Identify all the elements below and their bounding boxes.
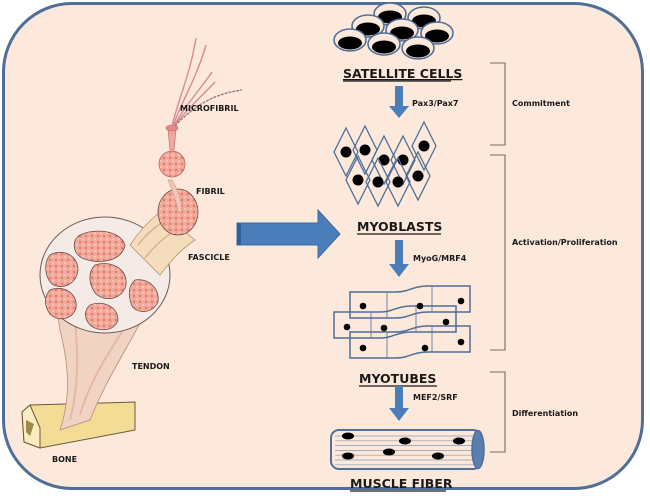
- myoblast-cell: [365, 156, 391, 208]
- myoblast-cell: [333, 126, 359, 178]
- satellite-cell: [401, 36, 435, 60]
- right-arrow-icon: [236, 208, 341, 260]
- myoblast-cell: [371, 134, 397, 186]
- myoblast-cell: [411, 120, 437, 172]
- down-arrow-icon: [389, 86, 409, 118]
- fibril-shape: [158, 124, 186, 213]
- phase-differentiation: Differentiation: [512, 409, 578, 418]
- bracket-activation-proliferation: [490, 154, 506, 351]
- nucleus: [342, 452, 354, 460]
- down-arrow-icon: [389, 240, 409, 277]
- satellite-cell: [420, 21, 454, 45]
- bone-shape: [21, 401, 136, 449]
- bracket-commitment: [490, 62, 506, 146]
- myoblast-cell: [385, 156, 411, 208]
- myoblast-cell: [405, 150, 431, 202]
- myotube: [349, 325, 471, 359]
- myotube: [349, 285, 471, 319]
- muscle-fiber: [330, 429, 485, 470]
- nucleus: [380, 324, 388, 332]
- microfibril-strands: [171, 37, 243, 127]
- label-fascicle: FASCICLE: [188, 253, 230, 262]
- stage-satellite-cells: SATELLITE CELLS: [343, 66, 462, 81]
- factor-mef2-srf: MEF2/SRF: [413, 393, 458, 402]
- nucleus: [421, 344, 429, 352]
- nucleus: [359, 344, 367, 352]
- stage-myoblasts: MYOBLASTS: [357, 219, 442, 234]
- stage-myotubes: MYOTUBES: [359, 371, 436, 386]
- myotube: [333, 305, 457, 339]
- nucleus: [453, 437, 465, 445]
- nucleus: [442, 318, 450, 326]
- nucleus: [432, 452, 444, 460]
- nucleus: [457, 338, 465, 346]
- label-bone: BONE: [52, 455, 77, 464]
- phase-commitment: Commitment: [512, 99, 570, 108]
- myoblast-cell: [390, 134, 416, 186]
- myotubes-illustration: [333, 285, 471, 359]
- nucleus: [359, 302, 367, 310]
- satellite-cells-illustration: [333, 2, 454, 60]
- satellite-cell: [367, 32, 401, 56]
- factor-myog-mrf4: MyoG/MRF4: [413, 254, 467, 263]
- stage-muscle-fiber: MUSCLE FIBER: [350, 476, 453, 491]
- nucleus: [457, 297, 465, 305]
- down-arrow-icon: [389, 386, 409, 421]
- nucleus: [383, 448, 395, 456]
- label-fibril: FIBRIL: [196, 187, 225, 196]
- myoblasts-illustration: [333, 120, 437, 208]
- tendon-anatomy-illustration: [21, 37, 243, 449]
- nucleus: [342, 432, 354, 440]
- phase-activation-proliferation: Activation/Proliferation: [512, 238, 618, 247]
- bracket-differentiation: [490, 371, 506, 453]
- factor-pax3-pax7: Pax3/Pax7: [412, 99, 458, 108]
- nucleus: [416, 302, 424, 310]
- nucleus: [399, 437, 411, 445]
- myoblast-cell: [345, 154, 371, 206]
- muscle-fiber-illustration: [330, 429, 485, 470]
- label-tendon: TENDON: [132, 362, 170, 371]
- myoblast-cell: [352, 124, 378, 176]
- nucleus: [343, 323, 351, 331]
- satellite-cell: [333, 28, 367, 52]
- label-microfibril: MICROFIBRIL: [180, 104, 239, 113]
